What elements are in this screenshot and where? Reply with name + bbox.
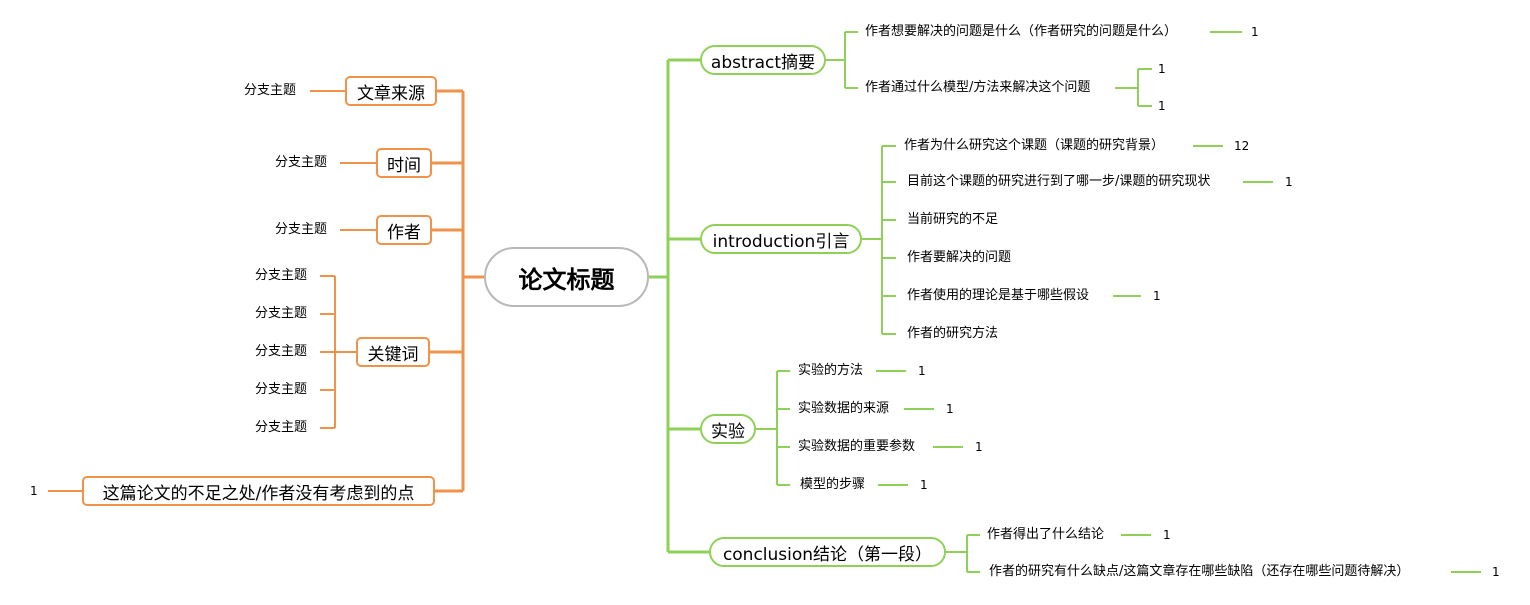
subtopic-author[interactable]: 分支主题 — [275, 222, 328, 237]
topic-abstract[interactable]: abstract摘要 — [700, 45, 826, 75]
subtopic-keyword-5[interactable]: 分支主题 — [255, 420, 308, 435]
topic-conclusion[interactable]: conclusion结论（第一段） — [709, 537, 946, 567]
experiment-item-1[interactable]: 实验的方法 — [798, 363, 864, 378]
root-topic[interactable]: 论文标题 — [484, 247, 649, 307]
intro-item-3[interactable]: 当前研究的不足 — [907, 212, 999, 227]
conclusion-item-1-count: 1 — [1163, 528, 1171, 542]
intro-item-4[interactable]: 作者要解决的问题 — [907, 250, 1012, 265]
subtopic-keyword-1[interactable]: 分支主题 — [255, 268, 308, 283]
experiment-item-2-count: 1 — [946, 402, 954, 416]
intro-item-5[interactable]: 作者使用的理论是基于哪些假设 — [907, 288, 1090, 303]
experiment-item-4-count: 1 — [920, 478, 928, 492]
experiment-item-1-count: 1 — [918, 364, 926, 378]
subtopic-keyword-3[interactable]: 分支主题 — [255, 344, 308, 359]
experiment-item-3[interactable]: 实验数据的重要参数 — [798, 439, 916, 454]
topic-author[interactable]: 作者 — [376, 215, 432, 245]
intro-item-1[interactable]: 作者为什么研究这个课题（课题的研究背景） — [904, 138, 1165, 153]
abstract-item-2[interactable]: 作者通过什么模型/方法来解决这个问题 — [865, 80, 1091, 95]
topic-shortcoming[interactable]: 这篇论文的不足之处/作者没有考虑到的点 — [82, 476, 435, 506]
abstract-item-1[interactable]: 作者想要解决的问题是什么（作者研究的问题是什么） — [865, 24, 1178, 39]
topic-article-source[interactable]: 文章来源 — [345, 76, 437, 106]
intro-item-6[interactable]: 作者的研究方法 — [907, 326, 999, 341]
subtopic-time[interactable]: 分支主题 — [275, 155, 328, 170]
subtopic-article-source[interactable]: 分支主题 — [244, 83, 297, 98]
conclusion-item-2[interactable]: 作者的研究有什么缺点/这篇文章存在哪些缺陷（还存在哪些问题待解决） — [989, 564, 1410, 579]
intro-item-5-count: 1 — [1153, 289, 1161, 303]
topic-time[interactable]: 时间 — [376, 148, 432, 178]
conclusion-item-1[interactable]: 作者得出了什么结论 — [987, 527, 1105, 542]
topic-introduction[interactable]: introduction引言 — [700, 224, 862, 254]
intro-item-2[interactable]: 目前这个课题的研究进行到了哪一步/课题的研究现状 — [907, 174, 1211, 189]
topic-keywords[interactable]: 关键词 — [356, 337, 430, 367]
conclusion-item-2-count: 1 — [1492, 565, 1500, 579]
subtopic-keyword-4[interactable]: 分支主题 — [255, 382, 308, 397]
intro-item-1-count: 12 — [1234, 139, 1250, 153]
experiment-item-4[interactable]: 模型的步骤 — [800, 477, 866, 492]
shortcoming-count: 1 — [30, 484, 38, 498]
topic-experiment[interactable]: 实验 — [700, 414, 756, 444]
right-connectors — [649, 31, 1481, 573]
experiment-item-2[interactable]: 实验数据的来源 — [798, 401, 890, 416]
left-connectors — [48, 89, 484, 493]
intro-item-2-count: 1 — [1285, 175, 1293, 189]
experiment-item-3-count: 1 — [975, 440, 983, 454]
subtopic-keyword-2[interactable]: 分支主题 — [255, 306, 308, 321]
abstract-item-1-count: 1 — [1251, 25, 1259, 39]
abstract-item-2-count-2: 1 — [1158, 99, 1166, 113]
abstract-item-2-count-1: 1 — [1158, 62, 1166, 76]
